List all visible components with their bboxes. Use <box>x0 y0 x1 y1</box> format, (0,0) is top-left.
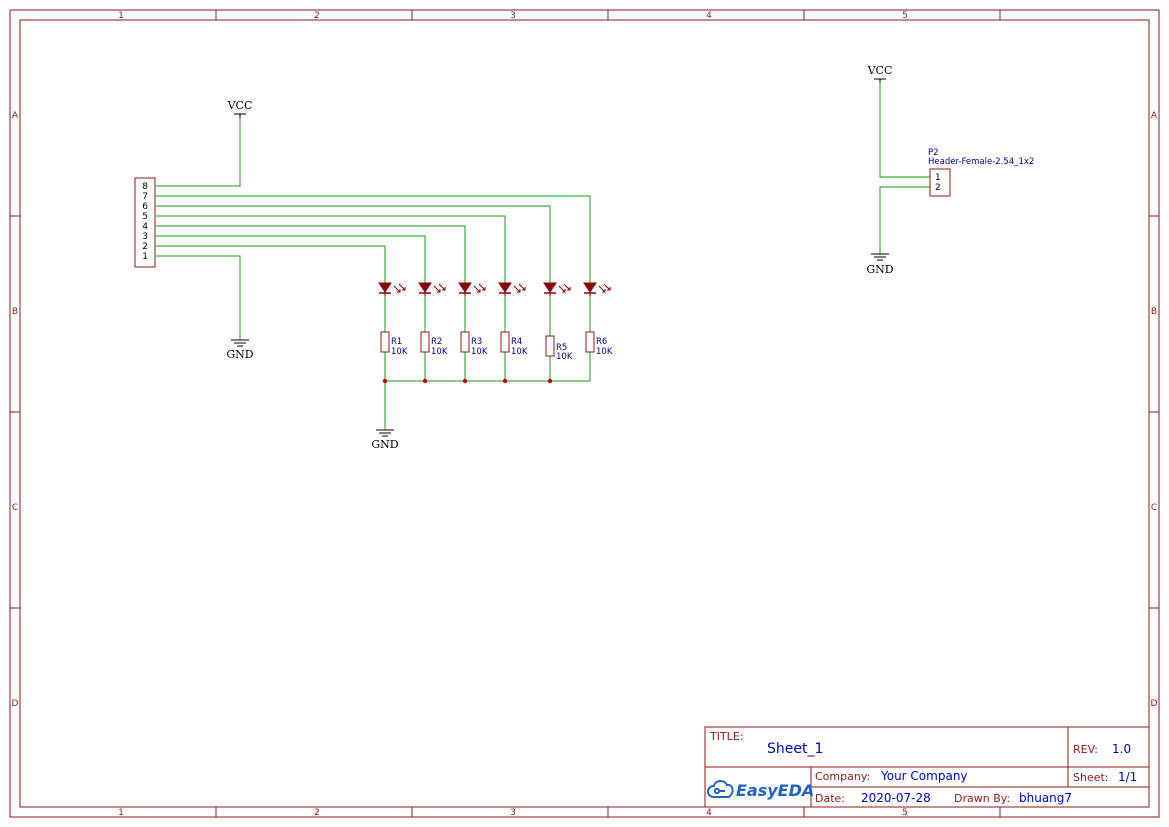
gnd-symbol[interactable]: GND <box>866 253 894 276</box>
sheet-value: 1/1 <box>1118 770 1137 784</box>
led-d2[interactable] <box>418 282 446 296</box>
junction-dot <box>422 378 428 384</box>
col-label-top: 1 <box>118 11 124 21</box>
sheet-title: Sheet_1 <box>767 741 823 757</box>
gnd-symbol[interactable]: GND <box>226 339 254 361</box>
connector-designator: P2 <box>928 148 939 158</box>
resistor-r3[interactable]: R3 10K <box>460 331 488 357</box>
led-d3[interactable] <box>458 282 486 296</box>
drawn-by-label: Drawn By: <box>954 792 1010 805</box>
connector-p2[interactable]: 1 2 P2 Header-Female-2.54_1x2 <box>928 148 1034 197</box>
easyeda-logo: EasyEDA <box>707 780 814 800</box>
col-label-bottom: 3 <box>510 808 516 818</box>
date-value: 2020-07-28 <box>861 791 931 805</box>
wires-p1 <box>155 114 591 430</box>
resistor-designator: R6 <box>596 337 607 347</box>
junction-dot <box>462 378 468 384</box>
row-label-right: C <box>1151 503 1157 513</box>
sheet-frame: 1 2 3 4 5 1 2 3 4 5 A B C D A B C D <box>9 9 1160 818</box>
resistor-value: 10K <box>511 347 528 357</box>
col-label-top: 2 <box>314 11 320 21</box>
row-label-left: D <box>12 699 19 709</box>
row-label-left: B <box>12 307 18 317</box>
led-d6[interactable] <box>583 282 611 296</box>
company-label: Company: <box>815 770 870 783</box>
date-label: Date: <box>815 792 845 805</box>
title-block: TITLE: Sheet_1 REV: 1.0 Company: Your Co… <box>704 726 1150 808</box>
led-d1[interactable] <box>378 282 406 296</box>
col-label-bottom: 1 <box>118 808 124 818</box>
resistor-r1[interactable]: R1 10K <box>380 331 408 357</box>
led-d5[interactable] <box>543 282 571 296</box>
row-label-left: A <box>12 111 19 121</box>
rev-value: 1.0 <box>1112 742 1131 756</box>
row-label-right: D <box>1151 699 1158 709</box>
pin-number: 2 <box>142 242 148 252</box>
junction-dot <box>547 378 553 384</box>
gnd-label: GND <box>371 438 398 451</box>
resistor-designator: R1 <box>391 337 402 347</box>
vcc-label: VCC <box>227 99 253 112</box>
vcc-symbol[interactable]: VCC <box>867 64 893 83</box>
company-value: Your Company <box>880 769 968 783</box>
pin-number: 2 <box>935 183 941 193</box>
col-label-top: 3 <box>510 11 516 21</box>
gnd-symbol[interactable]: GND <box>371 429 399 451</box>
pin-number: 1 <box>935 173 941 183</box>
col-label-bottom: 5 <box>902 808 908 818</box>
pin-number: 5 <box>142 212 148 222</box>
pin-number: 4 <box>142 222 148 232</box>
logo-text: EasyEDA <box>736 781 814 800</box>
vcc-symbol[interactable]: VCC <box>227 99 253 118</box>
gnd-label: GND <box>866 263 893 276</box>
resistor-r6[interactable]: R6 10K <box>585 331 613 357</box>
cloud-icon <box>707 780 734 798</box>
resistor-r2[interactable]: R2 10K <box>420 331 448 357</box>
col-label-top: 4 <box>706 11 712 21</box>
col-label-bottom: 2 <box>314 808 320 818</box>
connector-part: Header-Female-2.54_1x2 <box>928 157 1034 167</box>
resistor-value: 10K <box>391 347 408 357</box>
pin-number: 1 <box>142 252 148 262</box>
rev-label: REV: <box>1073 743 1098 756</box>
led-d4[interactable] <box>498 282 526 296</box>
resistor-value: 10K <box>431 347 448 357</box>
resistor-designator: R4 <box>511 337 522 347</box>
junction-dot <box>382 378 388 384</box>
resistor-value: 10K <box>471 347 488 357</box>
row-label-right: B <box>1151 307 1157 317</box>
resistor-designator: R5 <box>556 343 567 353</box>
connector-p1[interactable]: 8 7 6 5 4 3 2 1 <box>134 177 156 268</box>
row-label-right: A <box>1151 111 1158 121</box>
pin-number: 8 <box>142 182 148 192</box>
row-label-left: C <box>12 503 18 513</box>
pin-number: 3 <box>142 232 148 242</box>
col-label-top: 5 <box>902 11 908 21</box>
resistor-value: 10K <box>596 347 613 357</box>
junctions <box>382 378 553 384</box>
resistor-designator: R2 <box>431 337 442 347</box>
resistor-designator: R3 <box>471 337 482 347</box>
title-label: TITLE: <box>709 730 743 743</box>
vcc-label: VCC <box>867 64 893 77</box>
col-label-bottom: 4 <box>706 808 712 818</box>
junction-dot <box>502 378 508 384</box>
resistor-r4[interactable]: R4 10K <box>500 331 528 357</box>
sheet-label: Sheet: <box>1073 771 1109 784</box>
gnd-label: GND <box>226 348 253 361</box>
wires-p2 <box>879 79 930 254</box>
pin-number: 6 <box>142 202 148 212</box>
pin-number: 7 <box>142 192 148 202</box>
drawn-by-value: bhuang7 <box>1019 791 1072 805</box>
resistor-value: 10K <box>556 352 573 362</box>
resistor-r5[interactable]: R5 10K <box>545 335 573 362</box>
